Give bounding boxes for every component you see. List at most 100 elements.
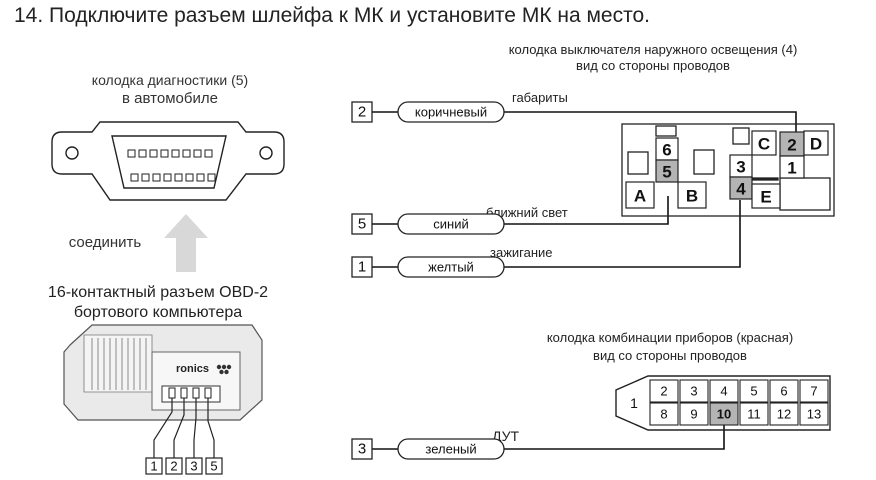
obd2-pin-box (205, 457, 223, 475)
wire-color-pill (397, 438, 505, 460)
obd2-pin (192, 387, 200, 399)
connect-label: соединить (68, 234, 142, 251)
socket-pin (185, 173, 194, 182)
obd2-pin-label: 2 (170, 459, 177, 474)
headlight-pin-label: 2 (787, 136, 796, 155)
wire-color-pill (397, 256, 505, 278)
wire-5-function: ближний свет (486, 205, 568, 220)
headlight-pin-cell (655, 159, 679, 183)
dashboard-pin-label: 5 (750, 384, 757, 399)
headlight-pin-cell (625, 181, 655, 209)
dashboard-pin-label: 2 (660, 384, 667, 399)
dashboard-pin-cell (739, 402, 769, 426)
obd2-plug: ronics (63, 324, 263, 421)
diag-caption-line2: в автомобиле (122, 90, 218, 107)
headlight-connector-caption-line2: вид со стороны проводов (576, 58, 730, 73)
wire-number: 3 (358, 441, 366, 458)
obd2-lead-line (173, 398, 185, 458)
dashboard-pin-cell (679, 379, 709, 403)
headlight-connector-caption-line1: колодка выключателя наружного освещения … (508, 42, 798, 57)
dashboard-pin-label: 1 (630, 395, 638, 411)
obd-caption-line2: бортового компьютера (73, 304, 243, 321)
dashboard-pin-cell (739, 379, 769, 403)
dashboard-pin-cell (709, 402, 739, 426)
dashboard-pin-label: 11 (747, 407, 761, 422)
dashboard-pin-label: 7 (810, 384, 817, 399)
wire-color-label: синий (433, 217, 468, 232)
connect-arrow-icon (164, 214, 208, 272)
dashboard-pin-cell (649, 402, 679, 426)
dashboard-connector-caption-line2: вид со стороны проводов (593, 348, 747, 363)
headlight-pin-label: 4 (736, 180, 746, 199)
wire-number: 2 (358, 104, 366, 121)
socket-pin (171, 149, 180, 158)
dashboard-pin-cell (769, 379, 799, 403)
dashboard-pin-label: 3 (690, 384, 697, 399)
wire-color-label: коричневый (415, 105, 487, 120)
wire-1-function: зажигание (490, 245, 553, 260)
brand-logo (216, 364, 232, 375)
wire-number: 5 (358, 216, 366, 233)
socket-pin (193, 149, 202, 158)
dashboard-connector-caption-line1: колодка комбинации приборов (красная) (546, 330, 794, 345)
obd2-pin (168, 387, 176, 399)
socket-pin (204, 149, 213, 158)
socket-pin (149, 149, 158, 158)
obd2-pin-box (185, 457, 203, 475)
socket-pin (160, 149, 169, 158)
diag-caption-line1: колодка диагностики (5) (91, 72, 249, 88)
obd2-pin-box (145, 457, 163, 475)
obd2-pin (180, 387, 188, 399)
headlight-pin-cell (751, 130, 777, 156)
headlight-pin-label: E (760, 188, 771, 207)
wire-color-pill (397, 213, 505, 235)
headlight-pin-cell (779, 155, 805, 179)
obd2-lead-line (207, 398, 215, 458)
dashboard-pin-label: 12 (777, 407, 791, 422)
socket-pin-grid (127, 149, 216, 182)
dashboard-pin-cell (799, 379, 829, 403)
headlight-pin-label: 3 (736, 158, 745, 177)
headlight-pin-label: A (634, 187, 646, 206)
headlight-switch-connector (621, 123, 835, 217)
obd2-brand-text: ronics (176, 363, 209, 375)
obd2-pin-box (165, 457, 183, 475)
wire-number-box (351, 256, 373, 278)
dashboard-pin-cell (709, 379, 739, 403)
page-title: 14. Подключите разъем шлейфа к МК и уста… (14, 4, 651, 27)
headlight-pin-label: D (810, 135, 822, 154)
socket-pin (174, 173, 183, 182)
dashboard-pin-label: 10 (717, 407, 731, 422)
wire-number: 1 (358, 259, 366, 276)
wire-number-box (351, 101, 373, 123)
headlight-pin-label: 6 (662, 141, 671, 160)
socket-pin (141, 173, 150, 182)
wire-color-pill (397, 101, 505, 123)
dashboard-pin-label: 8 (660, 407, 667, 422)
obd-caption-line1: 16-контактный разъем OBD-2 (47, 284, 269, 301)
socket-pin (207, 173, 216, 182)
dashboard-pin-cell (769, 402, 799, 426)
dashboard-connector (615, 375, 831, 431)
obd2-pin-label: 3 (190, 459, 197, 474)
socket-pin (138, 149, 147, 158)
headlight-pin-cell (677, 181, 707, 209)
dashboard-pin-label: 13 (807, 407, 821, 422)
wire-2-function: габариты (512, 90, 568, 105)
socket-pin (182, 149, 191, 158)
wire-number-box (351, 213, 373, 235)
wire-color-label: зеленый (425, 442, 476, 457)
dashboard-pin-cell (799, 402, 829, 426)
headlight-pin-cell (803, 130, 829, 156)
obd2-lead-line (193, 398, 197, 458)
wire-color-label: желтый (428, 260, 474, 275)
headlight-pin-label: C (758, 135, 770, 154)
socket-pin (196, 173, 205, 182)
obd2-lead-line (153, 398, 173, 458)
headlight-pin-label: 1 (787, 159, 796, 178)
headlight-pin-label: B (686, 187, 698, 206)
socket-pin (130, 173, 139, 182)
dashboard-pin-cell (649, 379, 679, 403)
